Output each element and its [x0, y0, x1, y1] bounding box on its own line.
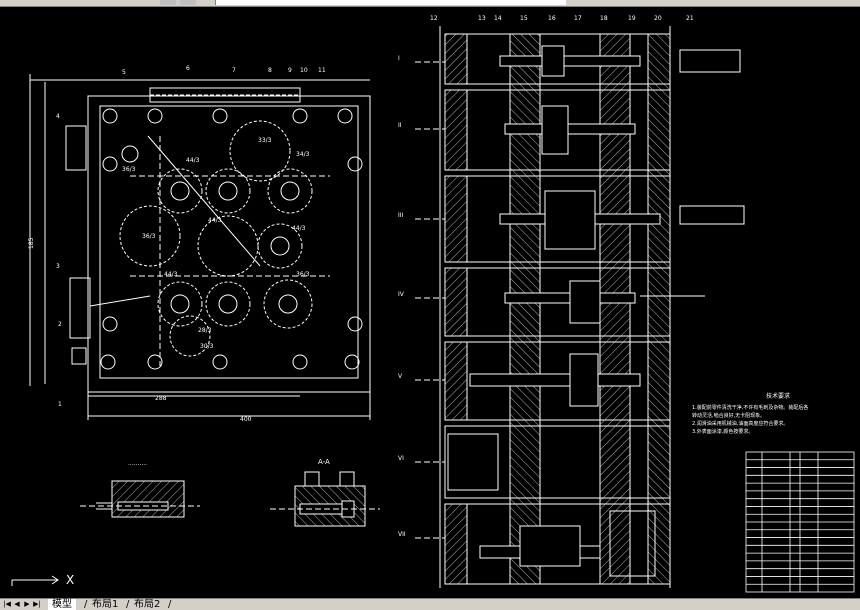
- gear-label: 44/3: [292, 225, 306, 232]
- toolbar-strip: ·····························: [0, 0, 860, 7]
- callout: 15: [520, 15, 528, 22]
- tab-layout1[interactable]: 布局1: [88, 599, 123, 610]
- command-text: ·····························: [300, 0, 356, 4]
- callout: 14: [494, 15, 502, 22]
- tab-model[interactable]: 模型: [48, 599, 76, 610]
- housing-outline: [87, 95, 371, 393]
- section-aa-title: A-A: [318, 458, 330, 466]
- left-block: [71, 347, 87, 365]
- row-label: VI: [398, 455, 404, 462]
- callout: 11: [318, 67, 326, 74]
- tab-separator: /: [168, 599, 172, 610]
- tab-nav-first-button[interactable]: |◀: [3, 600, 11, 608]
- gear-label: 44/3: [164, 271, 178, 278]
- callout: 19: [628, 15, 636, 22]
- toolbar-button[interactable]: [180, 0, 196, 5]
- bolt-holes: [100, 108, 363, 370]
- notes-line: 2.润滑油采用机械油,油面高度应符合要求。: [692, 420, 788, 427]
- section-view-aa: [270, 471, 380, 527]
- title-block: [745, 451, 855, 593]
- tab-separator: /: [84, 599, 88, 610]
- drawing-canvas[interactable]: 400 288 185 33/3 34/3 36/3 44/3 44/3 36/…: [0, 6, 860, 598]
- command-field[interactable]: [215, 0, 566, 5]
- side-block: [447, 433, 499, 491]
- right-view: [415, 26, 745, 588]
- front-view-labels: 400 288 185 33/3 34/3 36/3 44/3 44/3 36/…: [28, 65, 326, 423]
- dim-width: 400: [240, 416, 252, 423]
- gear-label: 36/3: [296, 271, 310, 278]
- layout-tab-bar: |◀ ◀ ▶ ▶| 模型 / 布局1 / 布局2 /: [0, 598, 860, 610]
- toolbar-button[interactable]: [160, 0, 176, 5]
- gear-label: 44/3: [186, 157, 200, 164]
- callout: 6: [186, 65, 190, 72]
- callout: 4: [56, 113, 60, 120]
- motor-right-bottom: [609, 510, 656, 577]
- left-bracket: [69, 277, 91, 339]
- gear-label: 36/3: [122, 166, 136, 173]
- tab-nav-last-button[interactable]: ▶|: [33, 600, 41, 608]
- callout: 12: [430, 15, 438, 22]
- gear-hubs: [121, 145, 300, 314]
- row-label: I: [398, 55, 400, 62]
- callout: 21: [686, 15, 694, 22]
- callout: 13: [478, 15, 486, 22]
- notes-line: 转动灵活,啮合良好,无卡阻现象。: [692, 412, 765, 419]
- tab-nav-prev-button[interactable]: ◀: [14, 600, 20, 608]
- linkage: [147, 135, 261, 267]
- section-view-left: [80, 480, 200, 518]
- callout: 2: [58, 321, 62, 328]
- front-view: [29, 74, 371, 420]
- motor-right-top: [679, 49, 741, 73]
- callout: 1: [58, 401, 62, 408]
- row-label: IV: [398, 291, 405, 298]
- gear-label: 44/3: [208, 217, 222, 224]
- tab-separator: /: [126, 599, 130, 610]
- gear-label: 36/3: [142, 233, 156, 240]
- row-label: V: [398, 373, 403, 380]
- callout: 7: [232, 67, 236, 74]
- ucs-icon: [11, 575, 59, 586]
- gear-blocks: [519, 45, 601, 567]
- callout: 10: [300, 67, 308, 74]
- notes-line: 3.外表面涂漆,颜色按要求。: [692, 428, 753, 435]
- gear-set: [119, 120, 313, 357]
- dim-sub-width: 288: [155, 395, 167, 402]
- gear-label: 28/3: [198, 327, 212, 334]
- notes-title: 技术要求: [766, 392, 790, 400]
- callout: 9: [288, 67, 292, 74]
- callout: 8: [268, 67, 272, 74]
- callout: 16: [548, 15, 556, 22]
- gear-label: 33/3: [258, 137, 272, 144]
- row-label: II: [398, 122, 402, 129]
- housing-inner: [99, 105, 359, 379]
- tab-nav-next-button[interactable]: ▶: [24, 600, 30, 608]
- tech-notes: 技术要求 1.装配前零件清洗干净,不许有毛刺及杂物。装配后各 转动灵活,啮合良好…: [692, 392, 808, 435]
- callout: 3: [56, 263, 60, 270]
- row-label: III: [398, 212, 404, 219]
- callout: 5: [122, 69, 126, 76]
- gear-label: 30/3: [200, 343, 214, 350]
- right-view-labels: I II III IV V VI VII 12 13 14 15 16 17 1…: [398, 15, 694, 538]
- linkage: [89, 295, 151, 307]
- section-left-title: ··········: [128, 462, 147, 469]
- tab-layout2[interactable]: 布局2: [130, 599, 165, 610]
- notes-line: 1.装配前零件清洗干净,不许有毛刺及杂物。装配后各: [692, 404, 808, 411]
- motor-right-mid: [679, 205, 745, 225]
- left-motor: [65, 125, 87, 171]
- ucs-x-label: X: [66, 573, 74, 587]
- callout: 18: [600, 15, 608, 22]
- callout: 20: [654, 15, 662, 22]
- callout: 17: [574, 15, 582, 22]
- gear-label: 34/3: [296, 151, 310, 158]
- dim-height: 185: [28, 237, 35, 249]
- row-label: VII: [398, 531, 406, 538]
